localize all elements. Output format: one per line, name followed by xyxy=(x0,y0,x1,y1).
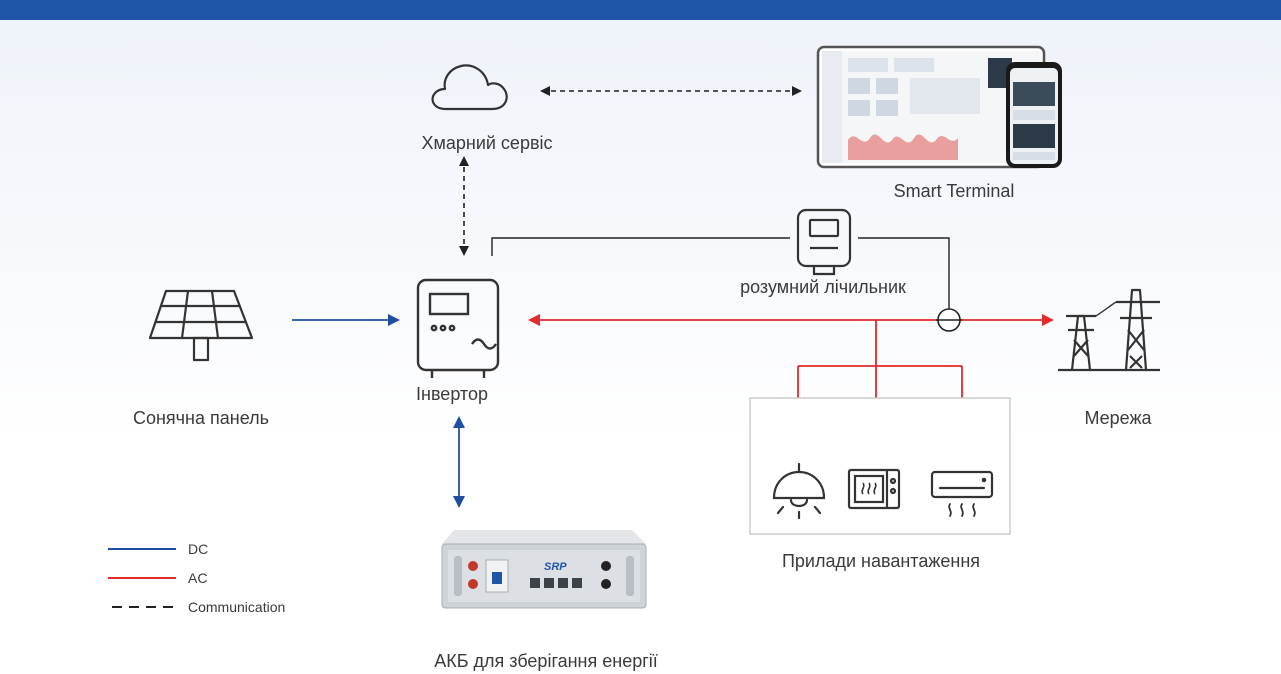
grid-tower-icon xyxy=(1058,288,1160,372)
grid-label: Мережа xyxy=(1084,408,1152,428)
cloud-icon xyxy=(431,64,508,111)
legend-label-dc: DC xyxy=(188,541,209,557)
battery-label: АКБ для зберігання енергії xyxy=(434,651,658,671)
cloud-label: Хмарний сервіс xyxy=(421,133,553,153)
legend-label-communication: Communication xyxy=(188,599,286,615)
smart-terminal-screens xyxy=(816,45,1062,169)
meter-signal-line xyxy=(491,237,950,318)
solar-panel-icon xyxy=(148,289,254,362)
loads-label: Прилади навантаження xyxy=(781,551,981,571)
inverter-label: Інвертор xyxy=(416,384,488,404)
top-bar xyxy=(0,0,1281,20)
solar-panel-label: Сонячна панель xyxy=(132,408,270,428)
battery-brand-label: SRP xyxy=(544,561,567,573)
smart-meter-icon xyxy=(796,208,852,276)
battery-image: SRP xyxy=(441,530,647,609)
legend-label-ac: AC xyxy=(188,570,208,586)
microwave-icon xyxy=(847,468,901,510)
smart-meter-label: розумний лічильник xyxy=(740,277,906,297)
air-conditioner-icon xyxy=(930,470,994,517)
lamp-icon xyxy=(772,462,826,520)
inverter-icon xyxy=(416,278,500,378)
current-sensor-icon xyxy=(936,308,962,332)
smart-terminal-label: Smart Terminal xyxy=(893,181,1015,201)
loads-box xyxy=(749,397,1011,535)
